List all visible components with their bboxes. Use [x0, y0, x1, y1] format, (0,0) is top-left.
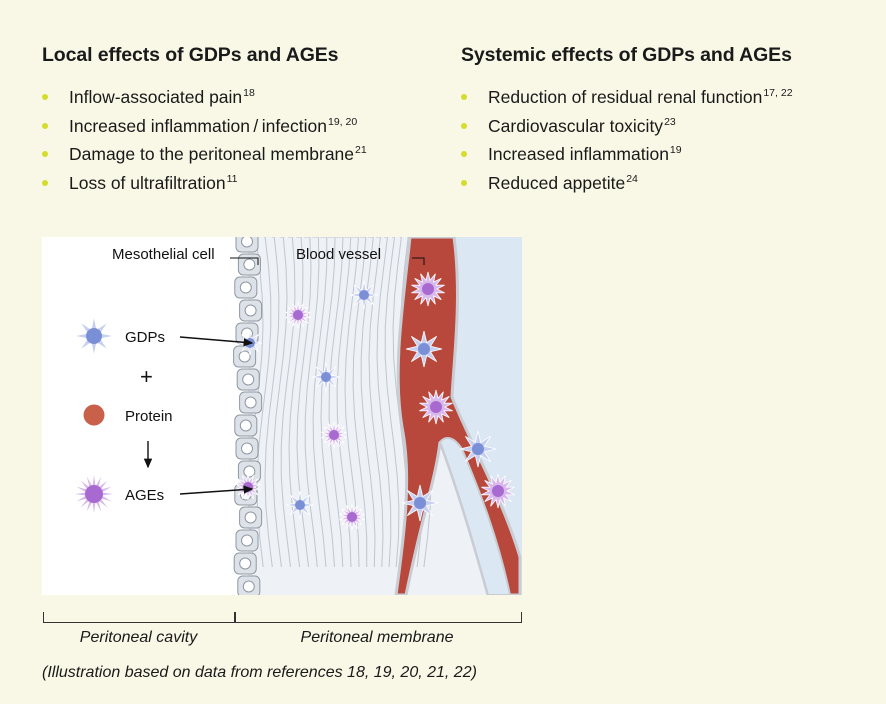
- legend-ages-label: AGEs: [125, 487, 164, 504]
- list-item: Inflow-associated pain18: [42, 83, 367, 112]
- gdp-icon: [73, 315, 115, 357]
- cell-nucleus: [244, 511, 257, 524]
- vessel-branch-gap: [438, 436, 512, 595]
- local-effects-list: Inflow-associated pain18 Increased infla…: [42, 83, 367, 197]
- molecules-layer: [71, 271, 515, 531]
- legend-plus-sign: +: [140, 364, 153, 389]
- illustration-canvas: Mesothelial cell Blood vessel GDPs + Pro…: [71, 237, 522, 595]
- gdp-molecule: [311, 362, 341, 392]
- list-item: Increased inflammation / infection19, 20: [42, 112, 367, 141]
- fibre-line: [280, 237, 296, 568]
- cell-nucleus: [244, 304, 257, 317]
- cell-nucleus: [242, 580, 255, 593]
- bullet-icon: [461, 151, 467, 157]
- bullet-icon: [461, 94, 467, 100]
- gdp-molecule: [349, 280, 379, 310]
- vessel-leader-line: [412, 257, 425, 265]
- bullet-icon: [461, 179, 467, 186]
- cavity-bracket: [43, 612, 236, 623]
- peritoneal-membrane-label: Peritoneal membrane: [300, 629, 454, 646]
- list-item: Reduction of residual renal function17, …: [461, 83, 793, 112]
- fibre-line: [304, 237, 320, 568]
- age-molecule: [339, 503, 365, 531]
- bullet-icon: [42, 179, 48, 186]
- list-item: Loss of ultrafiltration11: [42, 169, 367, 198]
- vessel-label: Blood vessel: [296, 246, 381, 263]
- cell-nucleus: [243, 465, 256, 478]
- mesothelial-label: Mesothelial cell: [112, 246, 215, 263]
- fibre-line: [360, 237, 376, 568]
- age-molecule: [285, 301, 311, 329]
- bullet-icon: [461, 122, 467, 129]
- local-effects-title: Local effects of GDPs and AGEs: [42, 44, 339, 66]
- local-effects-column: Local effects of GDPs and AGEs Inflow-as…: [42, 44, 367, 197]
- cell-nucleus: [241, 534, 253, 547]
- fibre-line: [352, 237, 368, 567]
- protein-icon: [83, 404, 105, 426]
- membrane-bracket: [234, 612, 522, 623]
- fibre-line: [376, 237, 392, 568]
- gdp-molecule: [401, 484, 439, 522]
- cell-nucleus: [239, 557, 252, 570]
- fibre-line: [384, 237, 400, 568]
- list-item: Reduced appetite24: [461, 169, 793, 198]
- cell-nucleus: [239, 419, 252, 432]
- fibre-line: [328, 237, 344, 568]
- age-icon: [71, 471, 117, 517]
- fibre-line: [320, 237, 336, 568]
- gdp-molecule: [459, 430, 497, 468]
- gdp-molecule: [405, 330, 443, 368]
- systemic-effects-list: Reduction of residual renal function17, …: [461, 83, 793, 197]
- bullet-icon: [42, 122, 48, 129]
- cell-nucleus: [241, 442, 253, 455]
- peritoneum-illustration: Mesothelial cell Blood vessel GDPs + Pro…: [42, 237, 522, 595]
- list-item: Increased inflammation19: [461, 140, 793, 169]
- fibre-line: [264, 237, 280, 568]
- list-item: Damage to the peritoneal membrane21: [42, 140, 367, 169]
- fibre-line: [368, 237, 384, 568]
- mesothelial-leader-line: [230, 257, 259, 265]
- cell-nucleus: [239, 281, 252, 294]
- gdp-arrow: [179, 336, 254, 347]
- age-molecule: [411, 271, 445, 307]
- age-molecule: [481, 473, 515, 509]
- list-item: Cardiovascular toxicity23: [461, 112, 793, 141]
- legend-gdps-label: GDPs: [125, 329, 165, 346]
- fibre-line: [272, 237, 288, 568]
- fibre-line: [288, 237, 304, 568]
- age-molecule: [321, 421, 347, 449]
- interstitium-region: [448, 237, 522, 595]
- cell-nucleus: [243, 258, 256, 271]
- systemic-effects-column: Systemic effects of GDPs and AGEs Reduct…: [461, 44, 793, 197]
- gdp-molecule: [285, 490, 315, 520]
- bullet-icon: [42, 94, 48, 100]
- peritoneal-cavity-label: Peritoneal cavity: [79, 629, 198, 646]
- footnote: (Illustration based on data from referen…: [42, 664, 477, 681]
- age-molecule: [419, 389, 453, 425]
- fibre-line: [312, 237, 328, 568]
- cell-nucleus: [242, 373, 255, 386]
- bullet-icon: [42, 151, 48, 157]
- age-arrow: [179, 485, 254, 495]
- legend-protein-label: Protein: [125, 408, 173, 425]
- cell-nucleus: [244, 396, 257, 409]
- systemic-effects-title: Systemic effects of GDPs and AGEs: [461, 44, 792, 66]
- cell-nucleus: [241, 237, 253, 248]
- cell-nucleus: [238, 350, 251, 363]
